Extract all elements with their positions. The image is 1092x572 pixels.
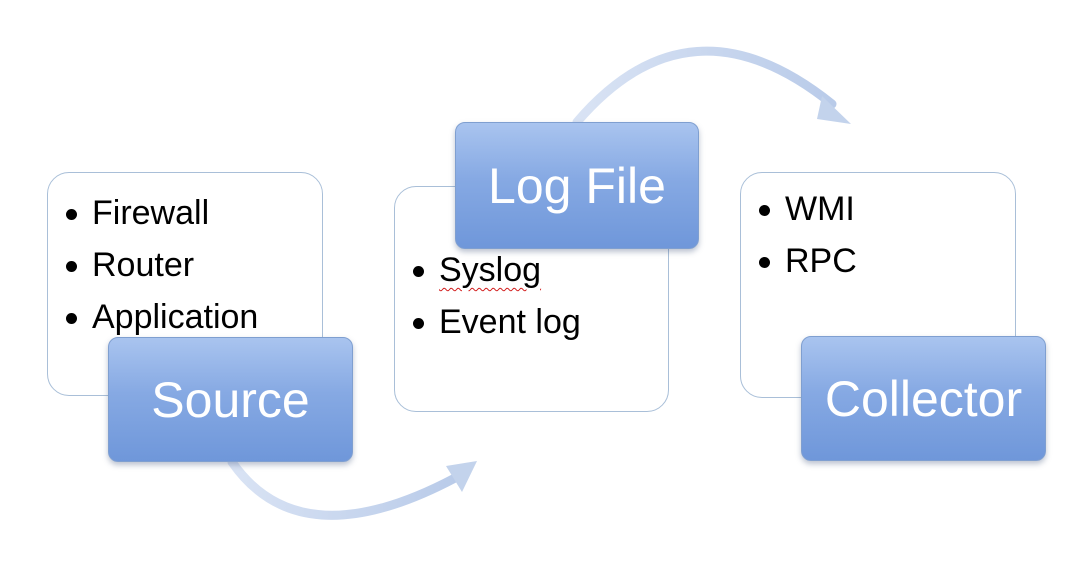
- source-label: Source: [108, 337, 353, 462]
- logfile-item-list: Syslog Event log: [399, 244, 668, 348]
- list-item: Application: [52, 291, 322, 343]
- list-item: Router: [52, 239, 322, 291]
- logfile-card: Syslog Event log: [394, 186, 669, 412]
- list-item: RPC: [745, 235, 1015, 287]
- spellcheck-underlined-text: Syslog: [439, 251, 542, 289]
- arrow-source-to-logfile: [227, 457, 477, 520]
- list-item: Firewall: [52, 187, 322, 239]
- arrow-logfile-to-collector: [572, 46, 851, 127]
- logfile-label: Log File: [455, 122, 699, 249]
- list-item: Event log: [399, 296, 668, 348]
- collector-label: Collector: [801, 336, 1046, 461]
- list-item: Syslog: [399, 244, 668, 296]
- source-item-list: Firewall Router Application: [52, 187, 322, 343]
- collector-item-list: WMI RPC: [745, 183, 1015, 287]
- list-item: WMI: [745, 183, 1015, 235]
